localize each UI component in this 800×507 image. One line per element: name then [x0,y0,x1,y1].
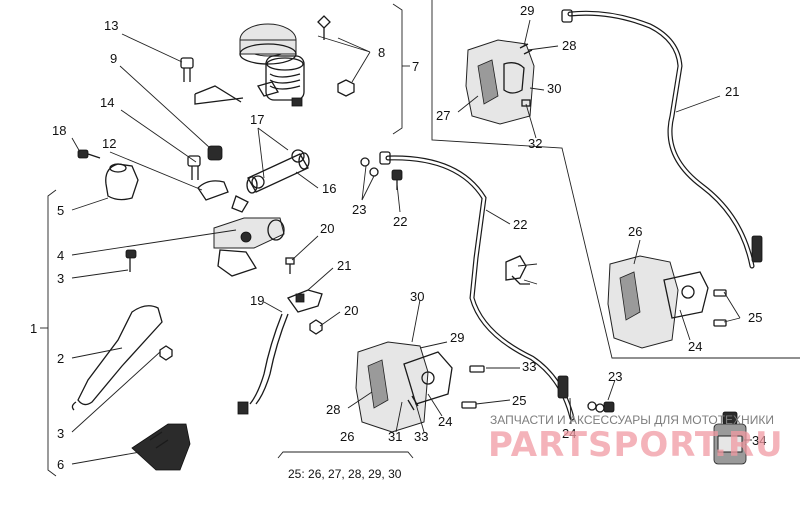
callout-6: 6 [57,457,64,472]
callout-26-bottom: 28 [326,402,340,417]
upper-screws [180,57,244,201]
callout-24-right: 25 [748,310,762,325]
callout-30-bottom: 33 [414,429,428,444]
callout-17: 20 [320,221,334,236]
callout-numbers: 13 9 14 18 12 5 4 3 1 2 3 6 8 7 17 16 20… [30,3,766,481]
callout-11: 13 [104,18,118,33]
caliper-top [465,39,535,125]
callout-3-lower: 3 [57,426,64,441]
callout-15: 18 [52,123,66,138]
callout-27-top: 28 [562,38,576,53]
callout-23-right: 24 [688,339,702,354]
callout-32: 34 [752,433,766,448]
caliper-right [607,255,727,349]
switch-bracket [131,423,191,471]
callout-9: 9 [110,51,117,66]
brake-hoses [379,9,763,421]
callout-8: 8 [378,45,385,60]
callout-21-upper: 22 [393,214,407,229]
callout-21-lower: 23 [608,369,622,384]
callout-29-top: 30 [547,81,561,96]
callout-10: 12 [102,136,116,151]
callout-12: 14 [100,95,114,110]
callout-3-upper: 3 [57,271,64,286]
callout-28-top: 29 [520,3,534,18]
callout-7: 7 [412,59,419,74]
callout-2: 2 [57,351,64,366]
leader-lines [71,19,752,465]
banjo-fittings [360,157,615,413]
callout-25-bottom: 26 [340,429,354,444]
caliper-group-note: 25: 26, 27, 28, 29, 30 [288,467,402,481]
callout-1: 1 [30,321,37,336]
callout-24-bottom: 25 [512,393,526,408]
callout-23-bottom: 24 [438,414,452,429]
callout-22-upper: 23 [352,202,366,217]
watermark: ЗАПЧАСТИ И АКСЕССУАРЫ ДЛЯ МОТОТЕХНИКИ PA… [488,413,784,465]
callout-20-lower: 22 [513,217,527,232]
caliper-bottom [355,341,485,433]
callout-26-top: 27 [436,108,450,123]
callout-16: 19 [250,293,264,308]
callout-25-right: 26 [628,224,642,239]
fluid-bottle [713,411,747,465]
callout-22-lower: 24 [562,426,576,441]
callout-18: 20 [344,303,358,318]
callout-27-bottom: 29 [450,330,464,345]
callout-4: 4 [57,248,64,263]
callout-20-upper: 21 [725,84,739,99]
callout-14: 17 [250,112,264,127]
callout-28-bottom: 30 [410,289,424,304]
lever-clamp-parts [77,149,139,201]
reservoir-assembly [239,15,355,107]
callout-5: 5 [57,203,64,218]
watermark-tagline: ЗАПЧАСТИ И АКСЕССУАРЫ ДЛЯ МОТОТЕХНИКИ [490,413,774,427]
callout-30-top: 32 [528,136,542,151]
watermark-logo: PARTSPORT.RU [488,425,784,465]
callout-29-bottom: 31 [388,429,402,444]
group-brackets [40,0,800,477]
brake-light-switch [237,257,323,415]
master-cylinder-body [125,195,285,361]
reservoir-hose [246,149,310,194]
callout-19: 21 [337,258,351,273]
callout-13: 16 [322,181,336,196]
callout-31: 33 [522,359,536,374]
hose-clip [505,255,530,285]
brake-lever [71,305,163,411]
